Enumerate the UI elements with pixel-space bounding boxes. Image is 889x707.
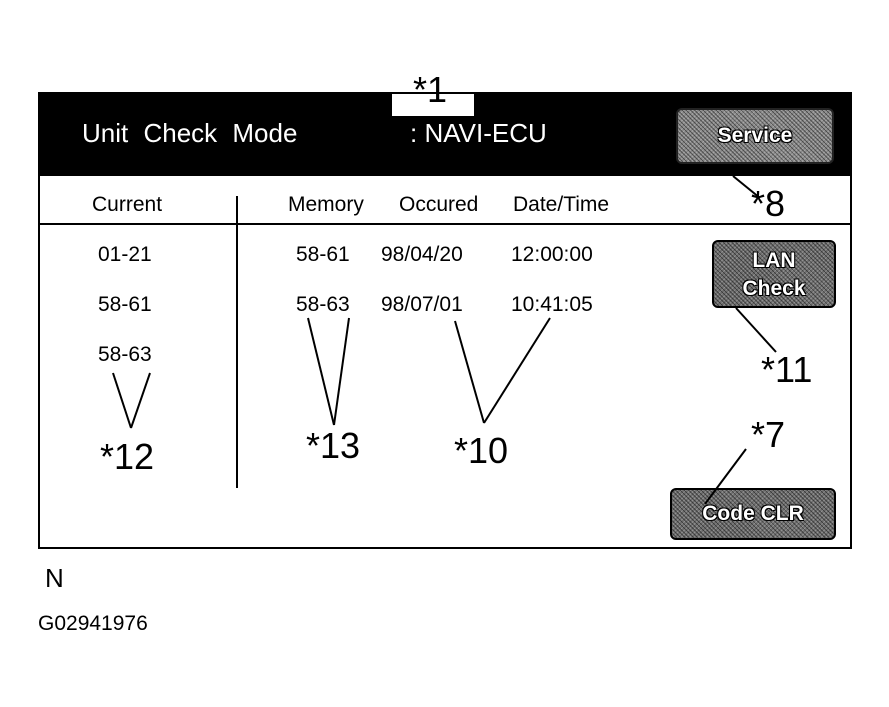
current-header: Current <box>92 193 163 216</box>
unit-name: : NAVI-ECU <box>410 118 547 148</box>
occured-date: 98/04/20 <box>381 243 463 266</box>
occured-header: Occured <box>399 193 479 216</box>
occured-time: 10:41:05 <box>511 293 593 316</box>
memory-code: 58-63 <box>296 293 350 316</box>
column-divider <box>236 196 238 488</box>
callout-7: *7 <box>751 414 786 455</box>
date-time-header: Date/Time <box>513 193 610 216</box>
memory-header: Memory <box>288 193 364 216</box>
memory-code: 58-61 <box>296 243 350 266</box>
lan-check-label-line2: Check <box>742 277 806 300</box>
occured-date: 98/07/01 <box>381 293 463 316</box>
current-code: 58-63 <box>98 343 152 366</box>
title-notch <box>392 94 474 116</box>
callout-13: *13 <box>306 425 361 466</box>
occured-time: 12:00:00 <box>511 243 593 266</box>
figure-id: G02941976 <box>38 612 148 635</box>
callout-8: *8 <box>751 183 786 224</box>
unit-check-screen: Unit Check Mode : NAVI-ECU Service Curre… <box>38 92 852 549</box>
callout-10: *10 <box>454 430 509 471</box>
service-button[interactable]: Service <box>676 108 834 164</box>
orientation-label: N <box>45 563 64 593</box>
mode-title: Unit Check Mode <box>82 118 298 148</box>
current-code: 01-21 <box>98 243 152 266</box>
title-bar: Unit Check Mode : NAVI-ECU Service <box>40 94 850 176</box>
header-divider <box>40 223 850 225</box>
lan-check-label-line1: LAN <box>752 249 796 272</box>
current-code: 58-61 <box>98 293 152 316</box>
callout-11: *11 <box>761 349 813 390</box>
callout-12: *12 <box>100 436 155 477</box>
callout-1: *1 <box>413 69 448 110</box>
lan-check-button[interactable]: LAN Check <box>712 240 836 308</box>
code-clr-button[interactable]: Code CLR <box>670 488 836 540</box>
